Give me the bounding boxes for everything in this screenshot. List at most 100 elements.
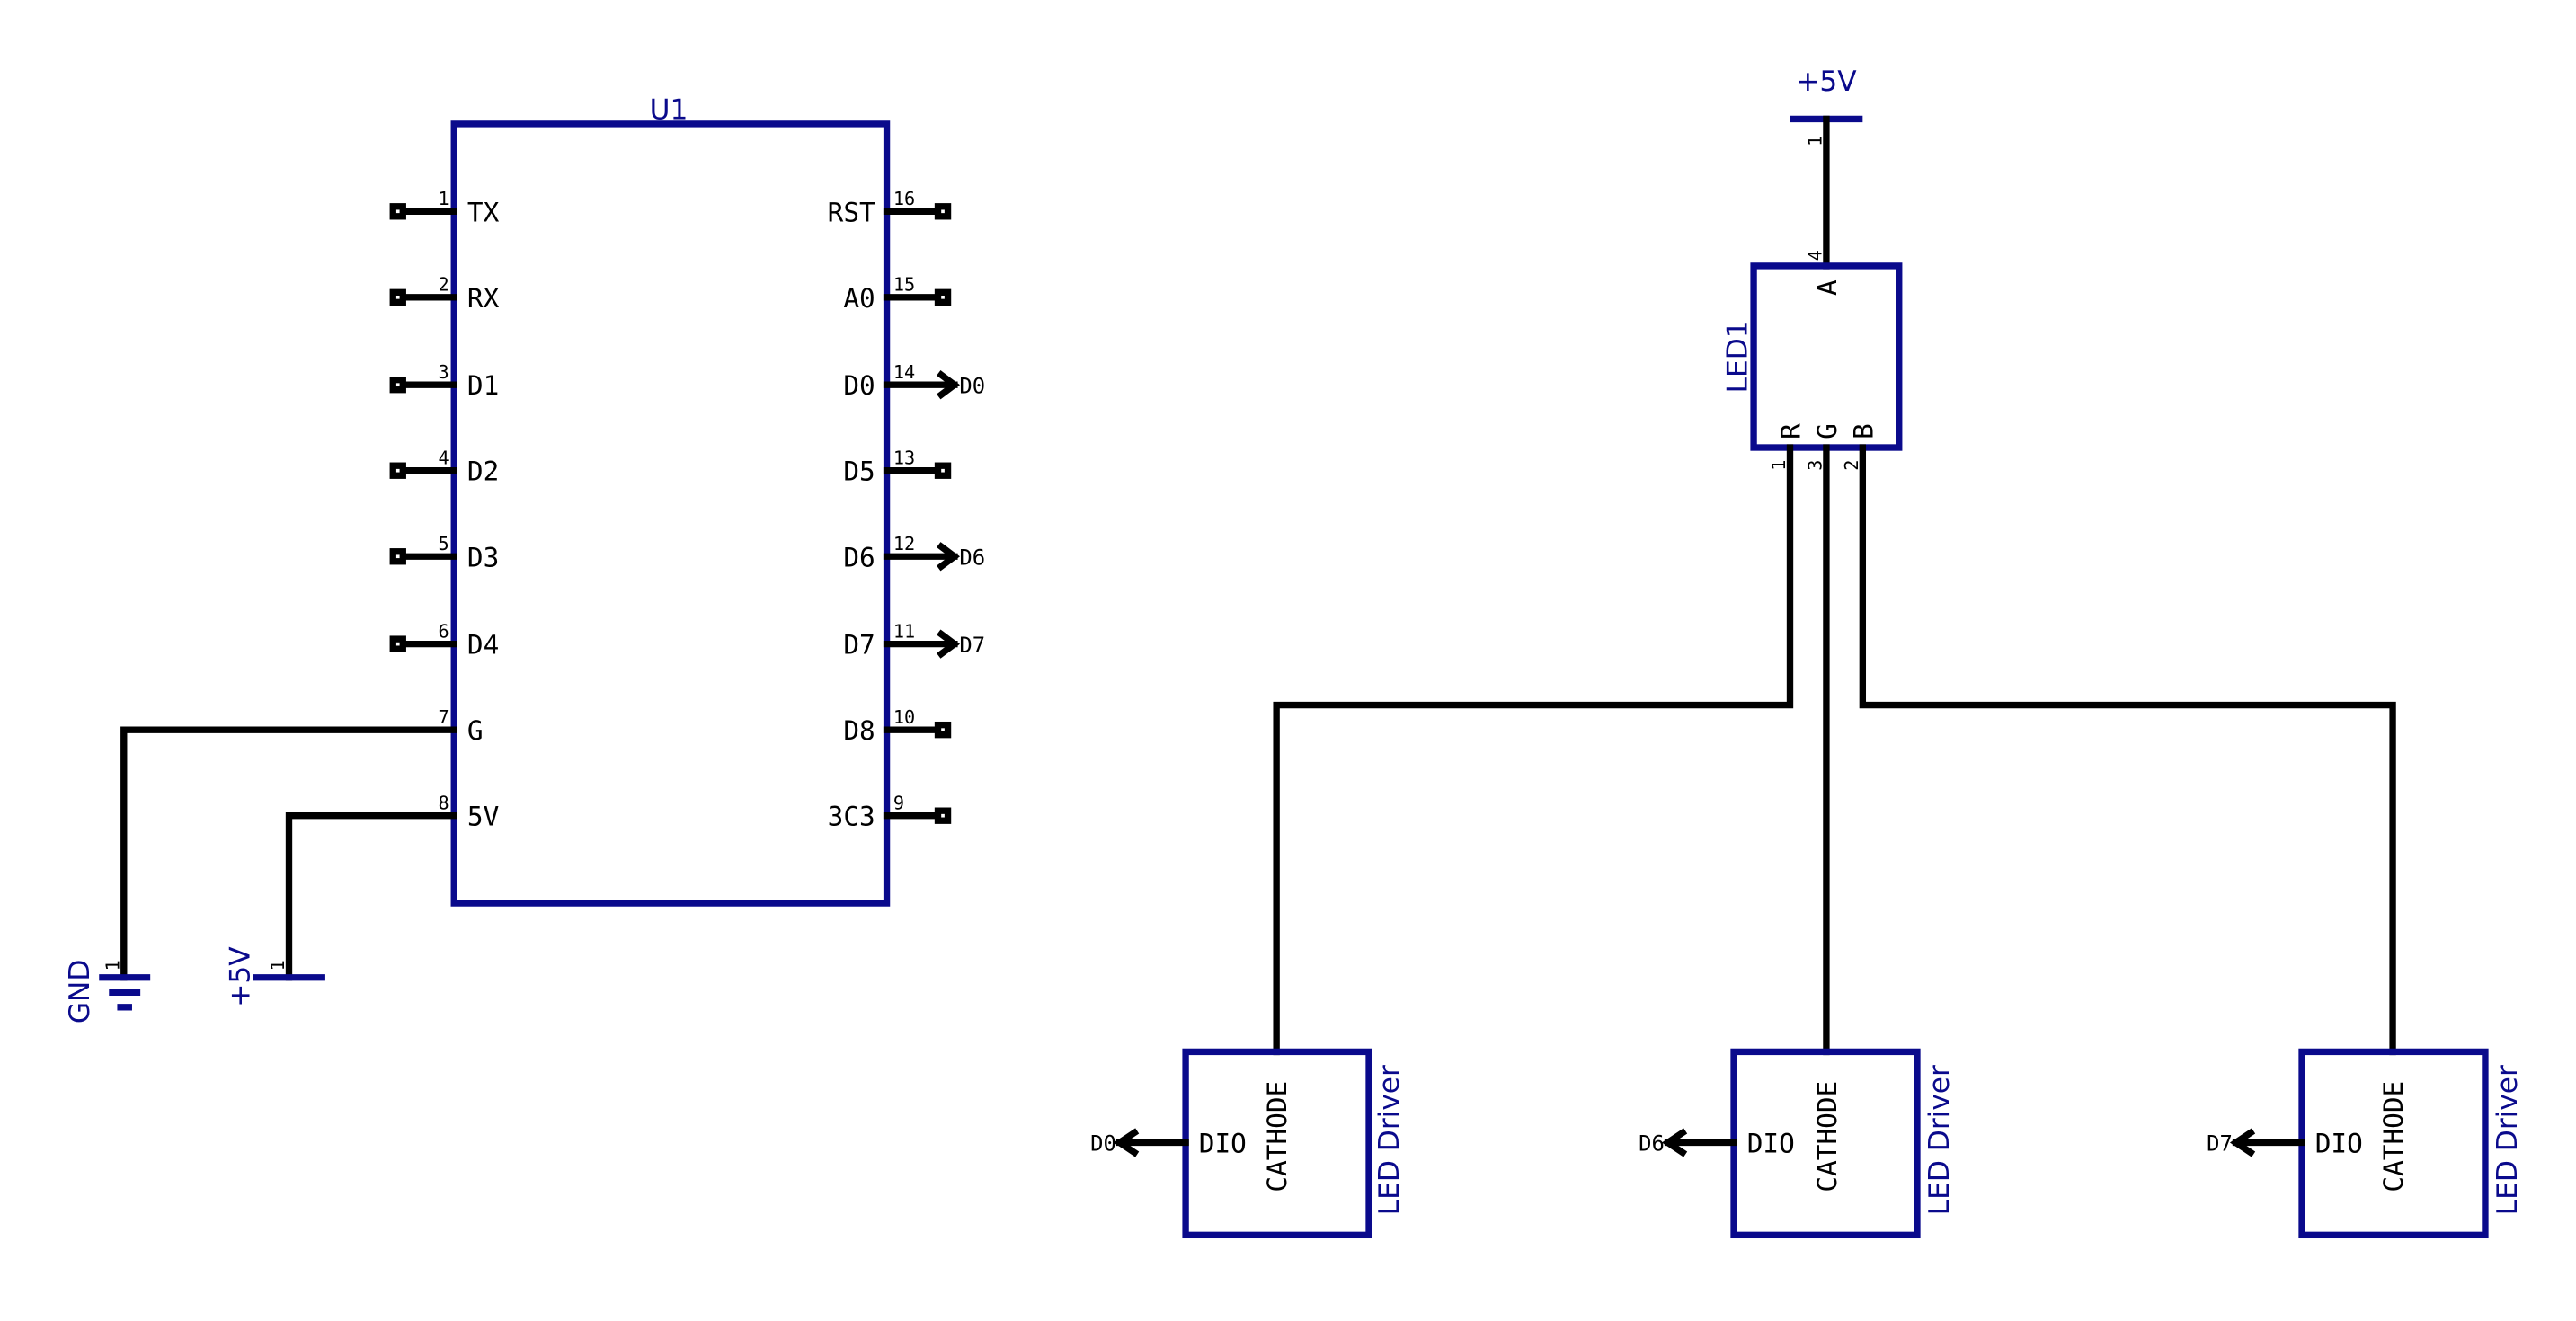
u1-body — [450, 120, 891, 907]
pin-name: D5 — [843, 457, 875, 487]
no-connect-marker — [389, 203, 406, 220]
pin-name-b: B — [1848, 423, 1879, 439]
gnd-wire[interactable] — [120, 726, 457, 981]
vcc-left-symbol[interactable]: 1 +5V — [224, 946, 325, 1007]
u1-pin-d1[interactable]: 3 D1 — [389, 361, 499, 401]
pin-number: 15 — [893, 273, 915, 295]
pin-number: 1 — [267, 960, 289, 971]
u1-pin-d6[interactable]: 12 D6 D6 — [843, 533, 985, 572]
net-label-d7: D7 — [959, 633, 985, 658]
u1-ref: U1 — [650, 93, 688, 126]
pin-name-cathode: CATHODE — [1262, 1081, 1292, 1192]
pin-number: 1 — [439, 188, 449, 209]
vcc-left-label: +5V — [224, 946, 256, 1007]
gnd-label: GND — [64, 960, 96, 1024]
pin-name: 5V — [467, 802, 499, 832]
pin-number: 6 — [439, 620, 449, 642]
pin-number: 12 — [893, 533, 915, 554]
net-arrow — [937, 542, 961, 572]
pin-name: D0 — [843, 370, 875, 401]
pin-name-r: R — [1776, 423, 1807, 439]
u1-pin-d7[interactable]: 11 D7 D7 — [843, 620, 985, 660]
pin-number: 2 — [1841, 460, 1862, 471]
pin-number: 4 — [439, 447, 449, 468]
u1-component[interactable]: U1 1 TX 2 RX 3 D1 — [389, 93, 986, 907]
pin-name: G — [467, 715, 484, 746]
u1-pin-tx[interactable]: 1 TX — [389, 188, 500, 227]
pin-name: D2 — [467, 457, 499, 487]
pin-name-dio: DIO — [2315, 1128, 2363, 1158]
no-connect-marker — [389, 635, 406, 652]
pin-number: 1 — [1804, 136, 1825, 146]
no-connect-marker — [934, 721, 952, 739]
pin-name: A0 — [843, 283, 875, 314]
u1-pin-3c3[interactable]: 9 3C3 — [828, 792, 952, 832]
u1-left-pins: 1 TX 2 RX 3 D1 4 D2 — [389, 188, 500, 832]
pin-name: D8 — [843, 715, 875, 746]
pin-name: D1 — [467, 370, 499, 401]
vcc-left-wire[interactable] — [285, 812, 457, 981]
pin-name: D4 — [467, 630, 499, 660]
vcc-top-label: +5V — [1796, 66, 1857, 98]
pin-name-dio: DIO — [1747, 1128, 1795, 1158]
net-label-d6: D6 — [1639, 1131, 1665, 1157]
gnd-symbol[interactable]: 1 GND — [64, 960, 151, 1024]
driver-label: LED Driver — [2492, 1065, 2524, 1215]
u1-pin-d4[interactable]: 6 D4 — [389, 620, 499, 660]
pin-number: 5 — [439, 533, 449, 554]
pin-name-cathode: CATHODE — [2378, 1081, 2409, 1192]
pin-number: 2 — [439, 273, 449, 295]
pin-number: 10 — [893, 706, 915, 728]
led1-component[interactable]: LED1 4 A R 1 G 3 B 2 — [1722, 250, 1903, 471]
no-connect-marker — [934, 288, 952, 306]
net-arrow — [1661, 1128, 1688, 1157]
no-connect-marker — [389, 288, 406, 306]
pin-number: 7 — [439, 706, 449, 728]
u1-pin-rst[interactable]: 16 RST — [828, 188, 952, 227]
u1-pin-d2[interactable]: 4 D2 — [389, 447, 499, 487]
u1-pin-a0[interactable]: 15 A0 — [843, 273, 952, 314]
net-label-d6: D6 — [959, 545, 985, 570]
u1-pin-d5[interactable]: 13 D5 — [843, 447, 952, 487]
u1-pin-rx[interactable]: 2 RX — [389, 273, 500, 314]
no-connect-marker — [934, 203, 952, 220]
pin-name-dio: DIO — [1199, 1128, 1247, 1158]
u1-pin-d3[interactable]: 5 D3 — [389, 533, 499, 572]
net-label-d0: D0 — [1090, 1131, 1116, 1157]
pin-name: TX — [467, 197, 500, 227]
pin-number: 9 — [893, 792, 904, 813]
pin-number: 1 — [102, 960, 123, 971]
led-driver-3[interactable]: DIO CATHODE LED Driver D7 — [2207, 1048, 2524, 1239]
pin-name-a: A — [1812, 279, 1843, 296]
wire-red-cathode[interactable] — [1273, 444, 1794, 1056]
pin-number: 14 — [893, 361, 915, 383]
pin-name-g: G — [1812, 423, 1843, 439]
net-arrow — [2229, 1128, 2256, 1157]
pin-number: 4 — [1804, 250, 1825, 261]
pin-number: 8 — [439, 792, 449, 813]
driver-label: LED Driver — [1923, 1065, 1956, 1215]
net-label-d0: D0 — [959, 373, 985, 398]
pin-name-cathode: CATHODE — [1812, 1081, 1843, 1192]
no-connect-marker — [934, 807, 952, 824]
pin-name: RX — [467, 283, 500, 314]
pin-name: RST — [828, 197, 875, 227]
led-driver-1[interactable]: DIO CATHODE LED Driver D0 — [1090, 1048, 1406, 1239]
wire-blue-cathode[interactable] — [1859, 444, 2396, 1056]
pin-number: 11 — [893, 620, 915, 642]
pin-name: 3C3 — [828, 802, 875, 832]
led-driver-2[interactable]: DIO CATHODE LED Driver D6 — [1639, 1048, 1956, 1239]
u1-pin-d0[interactable]: 14 D0 D0 — [843, 361, 985, 401]
pin-number: 3 — [1804, 460, 1825, 471]
no-connect-marker — [389, 462, 406, 479]
u1-pin-d8[interactable]: 10 D8 — [843, 706, 952, 746]
no-connect-marker — [389, 548, 406, 565]
pin-number: 16 — [893, 188, 915, 209]
pin-number: 3 — [439, 361, 449, 383]
no-connect-marker — [389, 377, 406, 394]
pin-name: D7 — [843, 630, 875, 660]
u1-right-pins: 16 RST 15 A0 14 D0 D0 13 — [828, 188, 986, 832]
u1-pin-g[interactable]: 7 G — [439, 706, 484, 746]
u1-pin-5v[interactable]: 8 5V — [439, 792, 500, 831]
